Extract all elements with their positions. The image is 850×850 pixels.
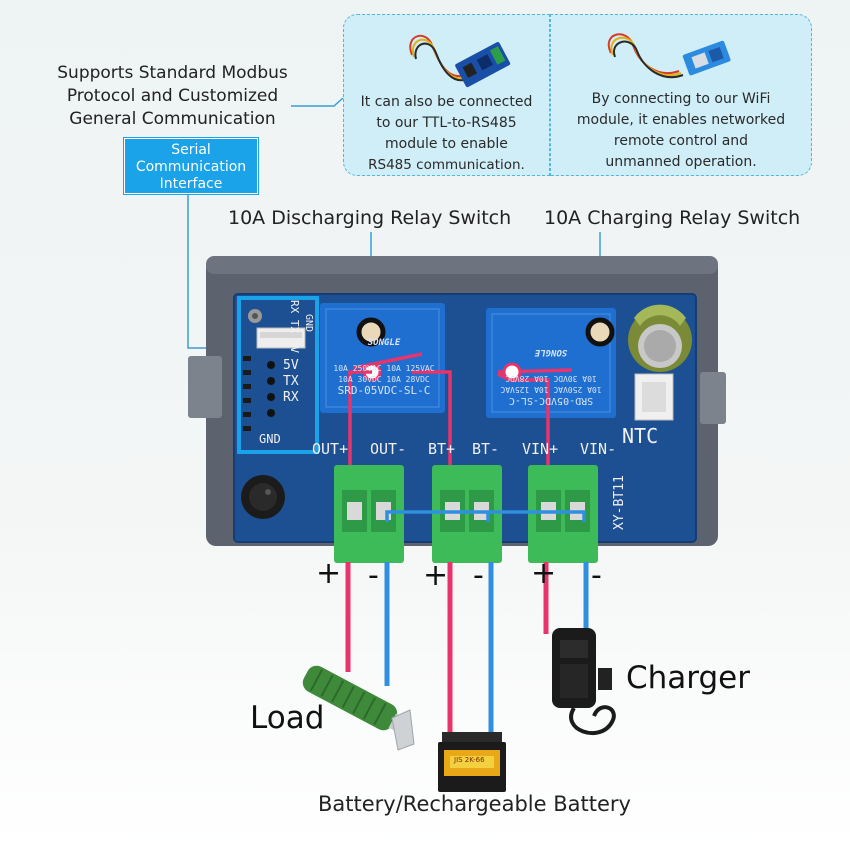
wifi-line-1: By connecting to our WiFi — [591, 91, 771, 107]
relay2-model: SRD-05VDC-SL-C — [508, 395, 594, 406]
rs485-line-2: to our TTL-to-RS485 — [376, 115, 517, 131]
rs485-line-4: RS485 communication. — [368, 157, 525, 173]
serial-pin-holes — [267, 361, 275, 417]
battery — [438, 732, 506, 792]
charge-relay-marker — [585, 317, 615, 347]
sign-vin-minus: - — [591, 558, 602, 593]
port-label-vin-plus: VIN+ — [522, 440, 559, 458]
discharge-relay-print: SONGLE 10A 250VAC 10A 125VAC 10A 30VDC 1… — [324, 338, 444, 396]
sign-bt-minus: - — [473, 558, 484, 593]
pin-rx: RX — [283, 390, 299, 405]
load-resistor — [302, 665, 415, 751]
relay1-rating-1: 10A 250VAC 10A 125VAC — [333, 364, 435, 373]
modbus-leader-line — [291, 97, 344, 107]
sign-out-plus: + — [316, 556, 342, 591]
serial-header-highlight — [237, 296, 319, 454]
rs485-line-3: module to enable — [385, 136, 508, 152]
terminal-block-bt — [432, 465, 502, 563]
serial-pin-labels-right: 5V TX RX — [283, 358, 299, 406]
wifi-module-image — [607, 33, 731, 79]
modbus-caption-line-3: General Communication — [69, 109, 276, 129]
port-label-bt-plus: BT+ — [428, 440, 456, 458]
pin-5v-top: 5V — [288, 339, 301, 353]
rs485-line-1: It can also be connected — [360, 94, 533, 110]
serial-badge-line-1: Serial — [171, 142, 211, 158]
pin-gnd-top: GND — [303, 314, 314, 333]
ntc-label: NTC — [622, 424, 659, 448]
relay2-rating-2: 10A 30VDC 10A 28VDC — [505, 374, 597, 383]
rs485-module-image — [409, 34, 511, 88]
charge-relay — [486, 308, 616, 418]
serial-pin-labels-top: RX TX 5V — [288, 300, 301, 353]
port-label-vin-minus: VIN- — [580, 440, 617, 458]
relay2-brand: SONGLE — [534, 347, 568, 357]
battery-label: Battery/Rechargeable Battery — [318, 792, 631, 816]
relay2-rating-1: 10A 250VAC 10A 125VAC — [500, 385, 602, 394]
port-label-out-minus: OUT- — [370, 440, 407, 458]
serial-badge-line-2: Communication — [135, 159, 247, 175]
model-label: XY-BT11 — [612, 475, 627, 530]
relay1-brand: SONGLE — [367, 338, 401, 348]
modbus-caption: Supports Standard Modbus Protocol and Cu… — [30, 62, 315, 131]
port-label-bt-minus: BT- — [472, 440, 500, 458]
pin-tx: TX — [283, 374, 299, 389]
pin-5v: 5V — [283, 358, 299, 373]
sign-out-minus: - — [368, 558, 379, 593]
sign-bt-plus: + — [423, 558, 449, 593]
charge-relay-print: SRD-05VDC-SL-C 10A 250VAC 10A 125VAC 10A… — [488, 346, 614, 406]
rs485-info-box: It can also be connected to our TTL-to-R… — [343, 14, 550, 176]
discharge-relay-marker — [356, 317, 386, 347]
relay1-model: SRD-05VDC-SL-C — [337, 384, 431, 397]
relay1-rating-2: 10A 30VDC 10A 28VDC — [338, 375, 430, 384]
wifi-line-3: remote control and — [613, 133, 749, 149]
load-label: Load — [250, 700, 325, 736]
wifi-info-box: By connecting to our WiFi module, it ena… — [550, 14, 812, 176]
charger-label: Charger — [626, 660, 750, 696]
sign-vin-plus: + — [531, 556, 557, 591]
pin-gnd-bottom: GND — [259, 432, 281, 446]
terminal-block-out — [334, 465, 404, 563]
discharge-relay-title: 10A Discharging Relay Switch — [228, 207, 512, 229]
wifi-line-2: module, it enables networked — [576, 112, 786, 128]
pin-tx-top: TX — [288, 319, 301, 334]
serial-interface-badge: Serial Communication Interface — [123, 137, 259, 195]
modbus-caption-line-2: Protocol and Customized — [66, 86, 279, 106]
battery-sticker-text: JIS 2K-66 — [454, 756, 485, 764]
pin-rx-top: RX — [288, 300, 301, 314]
charger-adapter — [552, 628, 616, 735]
modbus-caption-line-1: Supports Standard Modbus — [57, 63, 288, 83]
charge-relay-title: 10A Charging Relay Switch — [544, 207, 801, 229]
port-label-out-plus: OUT+ — [312, 440, 349, 458]
wifi-line-4: unmanned operation. — [605, 154, 757, 170]
serial-badge-line-3: Interface — [159, 176, 223, 192]
terminal-block-vin — [528, 465, 598, 563]
